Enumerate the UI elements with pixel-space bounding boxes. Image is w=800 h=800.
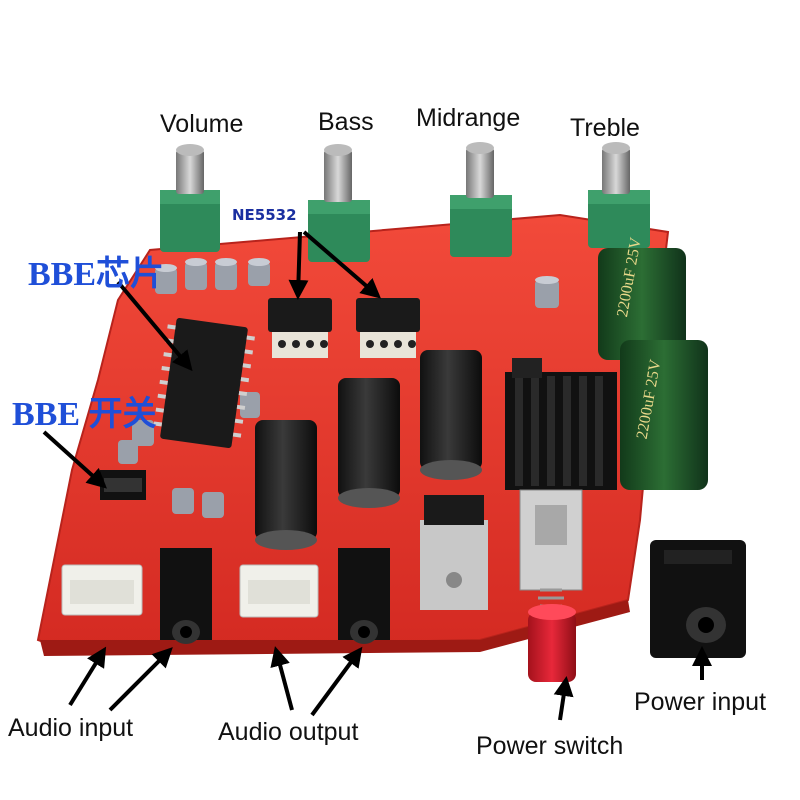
treble-potentiometer[interactable] <box>588 142 650 248</box>
capacitor-black-1 <box>255 420 317 550</box>
capacitor-green-2: 2200uF 25V <box>620 340 708 490</box>
power-jack[interactable] <box>650 540 746 658</box>
audio-output-label: Audio output <box>218 718 359 746</box>
volume-potentiometer[interactable] <box>160 144 220 252</box>
power-switch[interactable] <box>519 489 583 682</box>
ne5532-chip-1 <box>268 298 332 358</box>
small-capacitors <box>118 258 559 518</box>
audio-output-jack[interactable] <box>338 548 390 644</box>
volume-label: Volume <box>160 110 244 138</box>
audio-input-label: Audio input <box>8 714 134 742</box>
ne5532-label: NE5532 <box>232 206 297 224</box>
annotation-arrows <box>42 230 712 721</box>
ne5532-chip-2 <box>356 298 420 358</box>
power-switch-label: Power switch <box>476 732 624 760</box>
audio-output-connector[interactable] <box>239 564 319 618</box>
audio-input-jack[interactable] <box>160 548 212 644</box>
capacitor-black-3 <box>420 350 482 480</box>
power-input-label: Power input <box>634 688 767 716</box>
capacitor-black-2 <box>338 378 400 508</box>
midrange-label: Midrange <box>416 104 521 132</box>
bbe-chip-label: BBE芯片 <box>28 256 165 293</box>
heatsink <box>505 358 617 490</box>
voltage-regulator <box>420 495 488 610</box>
treble-label: Treble <box>570 114 640 142</box>
capacitor-green-1: 2200uF 25V <box>598 236 686 360</box>
audio-input-connector[interactable] <box>61 564 143 616</box>
midrange-potentiometer[interactable] <box>450 142 512 257</box>
bbe-switch-header[interactable] <box>100 470 146 500</box>
bass-label: Bass <box>318 108 374 136</box>
bbe-switch-label: BBE 开关 <box>12 396 157 433</box>
